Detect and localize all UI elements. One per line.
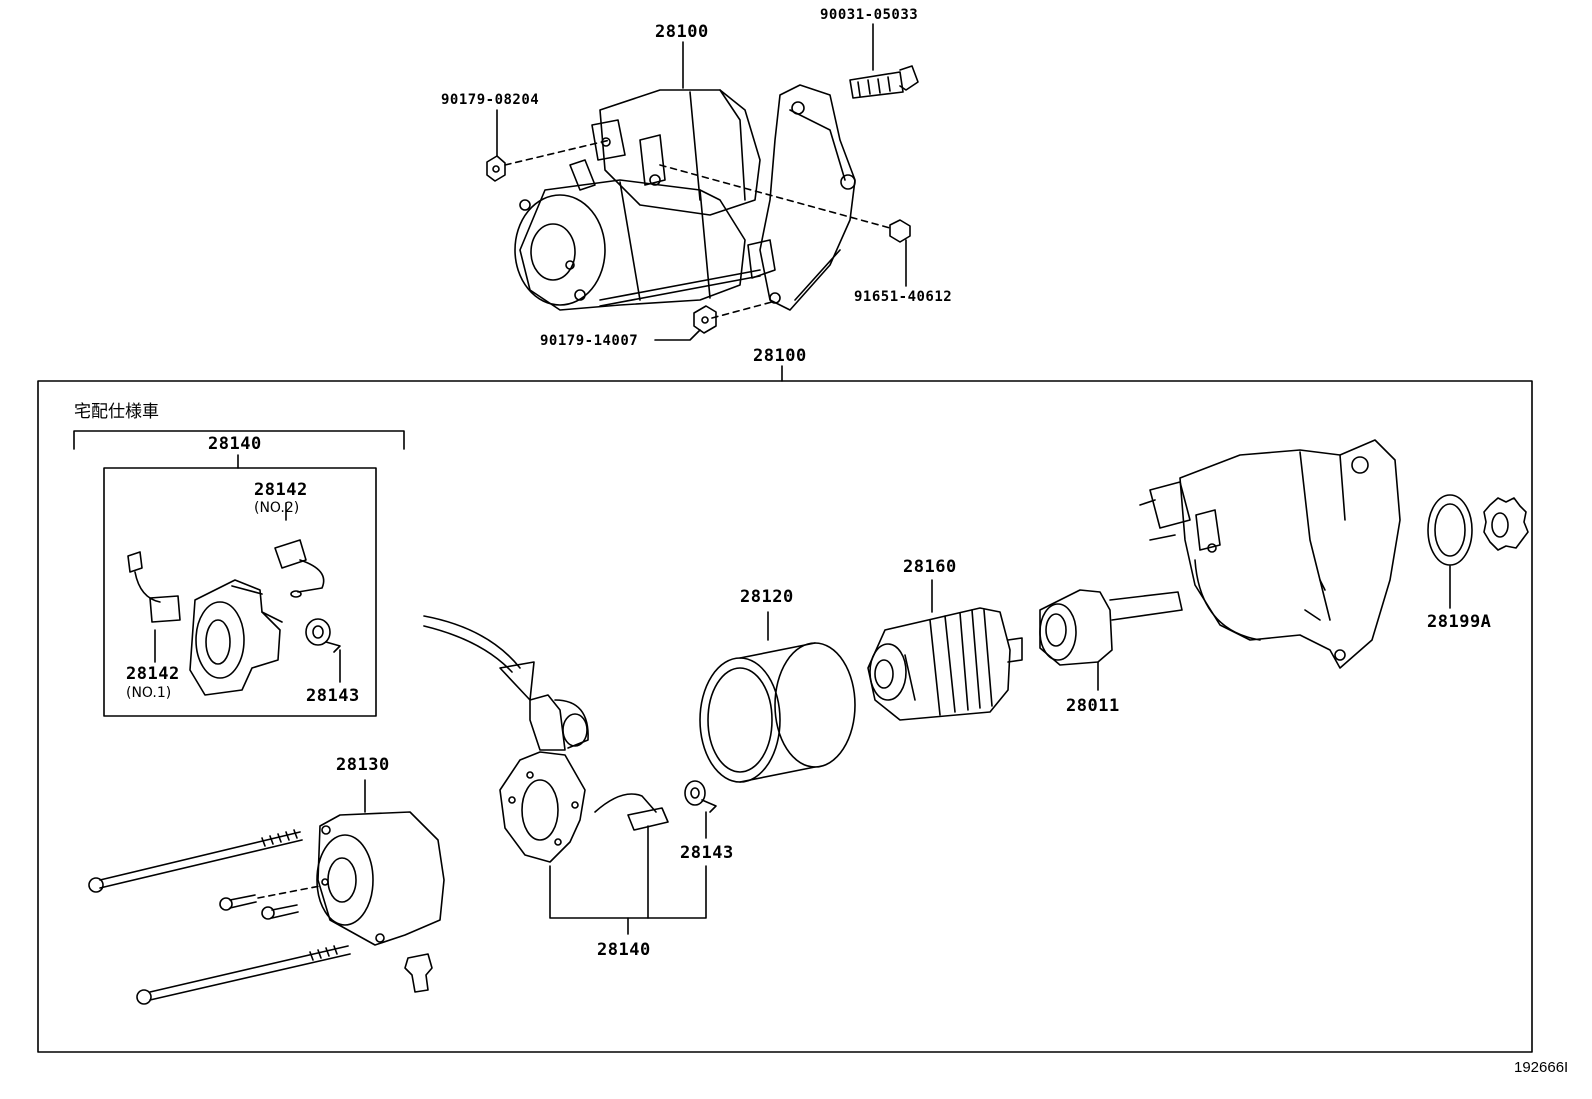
label-no2: (NO.2) [254, 500, 300, 516]
label-28140-group: 28140 [597, 940, 651, 960]
starter-assembly-drawing [486, 23, 919, 341]
brush-no1-drawing [127, 551, 181, 663]
label-28011: 28011 [1066, 696, 1120, 716]
spring-inset-drawing [305, 618, 341, 683]
label-no1: (NO.1) [126, 685, 172, 701]
figure-reference: 192666I [1514, 1059, 1569, 1076]
brush-holder-inset-drawing [189, 579, 283, 696]
drive-housing-drawing [1139, 439, 1401, 669]
label-28130: 28130 [336, 755, 390, 775]
yoke-drawing [699, 611, 856, 783]
label-28143-main: 28143 [680, 843, 734, 863]
label-bolt-91651: 91651-40612 [854, 289, 953, 305]
end-frame-drawing [88, 779, 445, 1005]
armature-drawing [867, 579, 1023, 721]
label-nut-90179-08204: 90179-08204 [441, 92, 540, 108]
exploded-view-frame [37, 380, 1533, 1053]
label-28142-no1: 28142 [126, 664, 180, 684]
label-bolt-90031: 90031-05033 [820, 7, 919, 23]
brush-no2-drawing [274, 502, 325, 598]
label-28100-box: 28100 [753, 346, 807, 366]
label-28142-no2: 28142 [254, 480, 308, 500]
label-28100-top: 28100 [655, 22, 709, 42]
assembly-arrow [423, 615, 535, 701]
seal-pinion-drawing [1427, 494, 1529, 609]
label-28160: 28160 [903, 557, 957, 577]
clutch-drawing [1039, 589, 1183, 691]
label-28120: 28120 [740, 587, 794, 607]
label-28143-inset: 28143 [306, 686, 360, 706]
label-nut-90179-14007: 90179-14007 [540, 333, 639, 349]
label-28199A: 28199A [1427, 612, 1492, 632]
label-28140-kit: 28140 [208, 434, 262, 454]
variant-note: 宅配仕様車 [74, 402, 159, 422]
brush-holder-drawing [499, 694, 717, 935]
